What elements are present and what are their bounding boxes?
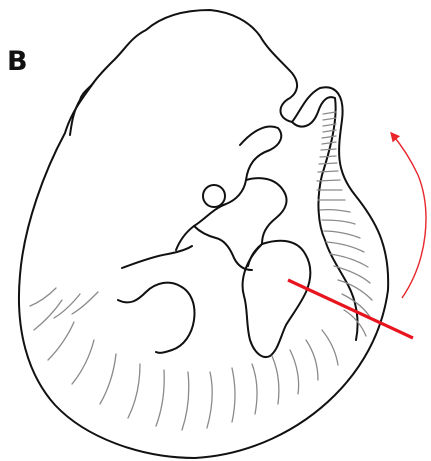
somites: [30, 112, 372, 430]
panel-label: B: [7, 46, 28, 77]
tail-curl: [292, 97, 358, 340]
head-brain-bulge: [70, 82, 94, 135]
rotation-arrow: [392, 134, 426, 298]
heart-bulge: [243, 241, 311, 357]
pharyngeal-arch-3: [194, 226, 252, 270]
pharyngeal-arch-2: [246, 178, 287, 244]
mandibular-line: [122, 246, 192, 268]
otic-vesicle: [203, 185, 225, 207]
limb-bud: [118, 283, 194, 353]
